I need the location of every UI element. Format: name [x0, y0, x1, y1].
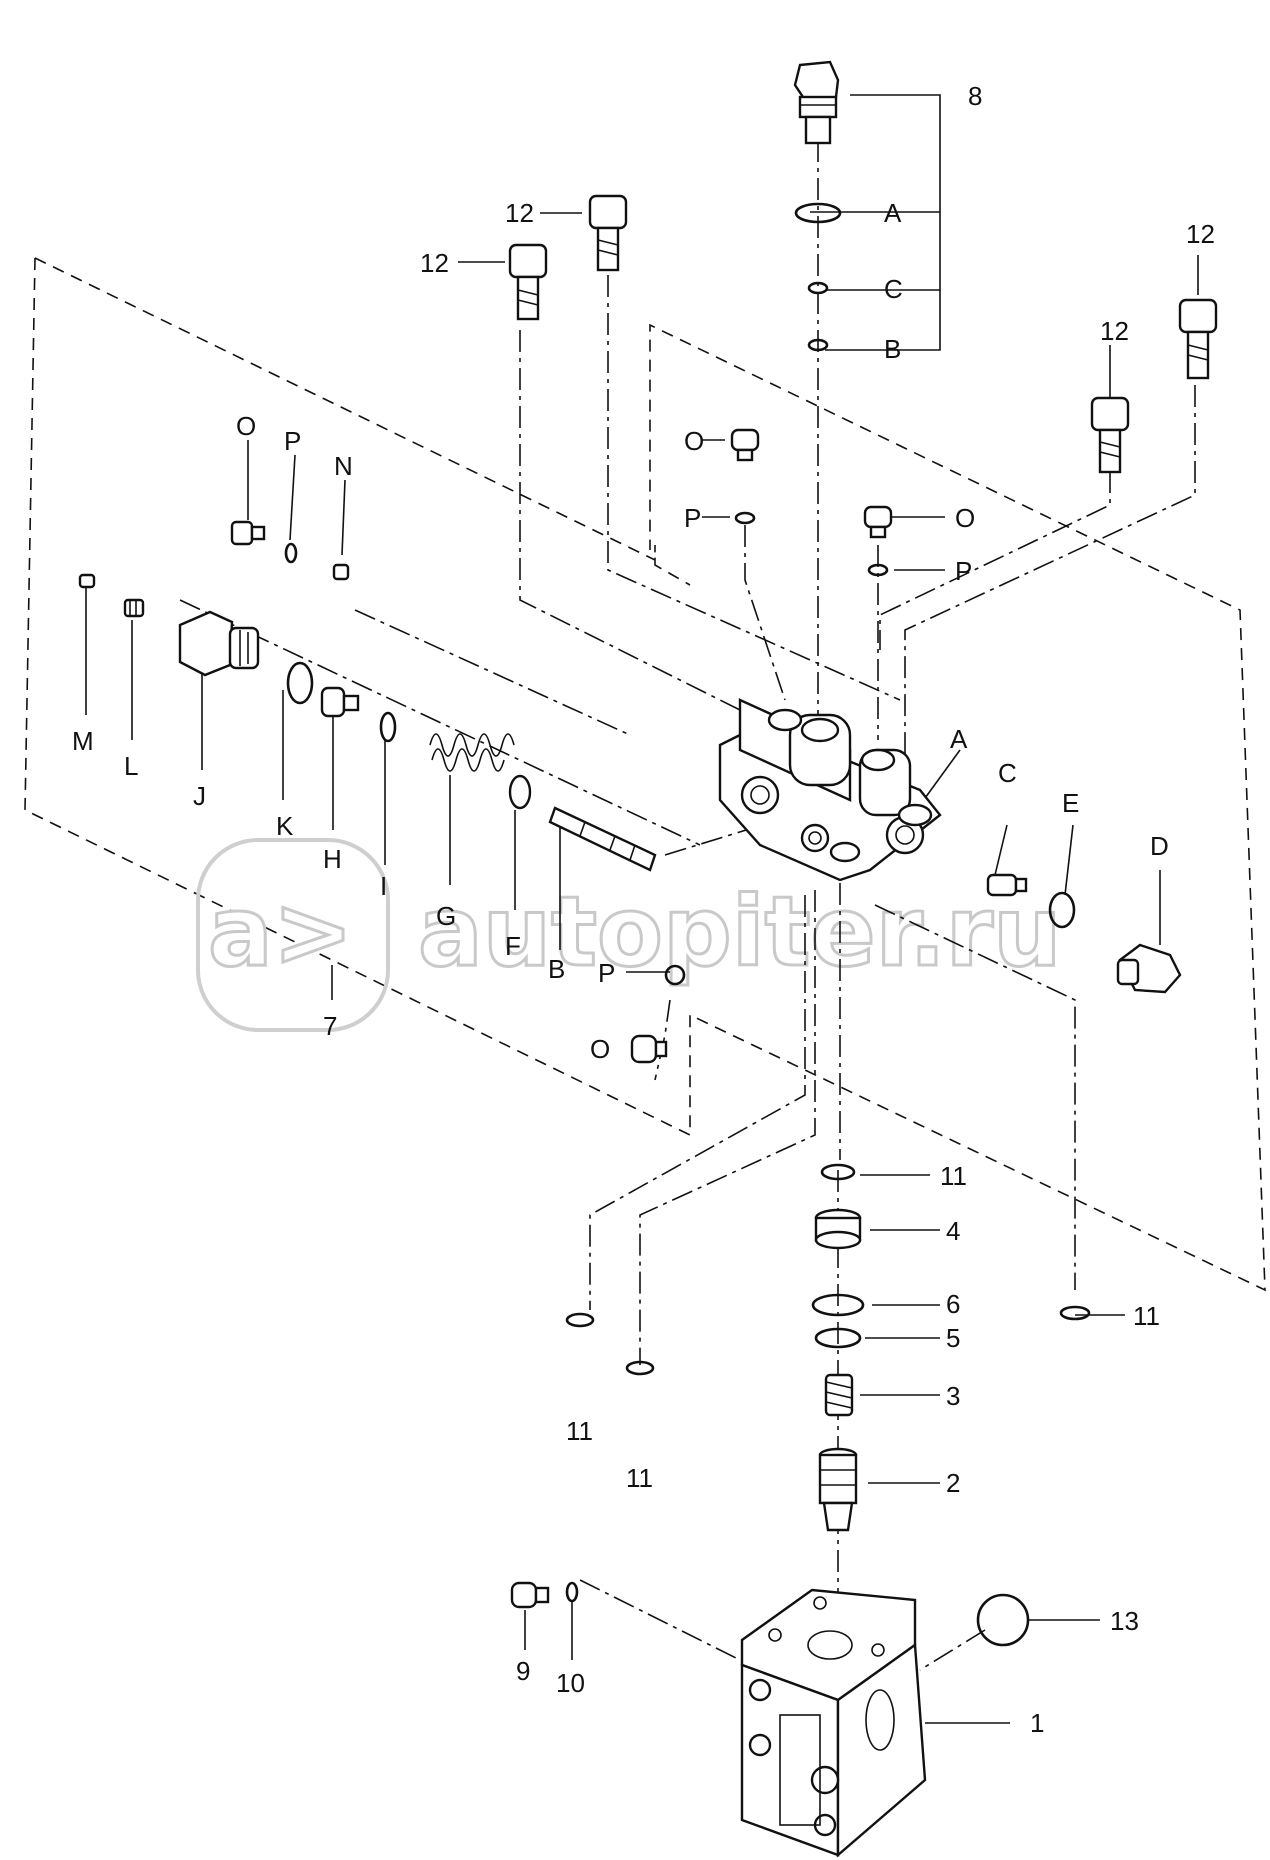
- seal-p-right: [867, 563, 889, 577]
- seat-h: [320, 686, 360, 718]
- label-a-right: A: [950, 724, 968, 754]
- plug-9: [510, 1581, 550, 1609]
- label-12-b: 12: [420, 248, 449, 278]
- label-d: D: [1150, 831, 1169, 861]
- o-ring-10: [565, 1581, 579, 1603]
- plug-d: [1116, 943, 1182, 994]
- label-2: 2: [946, 1468, 960, 1498]
- label-p-low: P: [598, 958, 615, 988]
- socket-bolt-b: [508, 243, 548, 321]
- label-h: H: [323, 844, 342, 874]
- label-g: G: [436, 901, 456, 931]
- plug-j: [178, 610, 260, 677]
- label-l: L: [124, 751, 138, 781]
- label-4: 4: [946, 1216, 960, 1246]
- o-ring-11-b: [565, 1312, 595, 1328]
- label-j: J: [193, 781, 206, 811]
- label-i: I: [380, 871, 387, 901]
- plug-o-mid: [730, 428, 760, 462]
- spring-3: [824, 1373, 854, 1417]
- label-11-c: 11: [626, 1463, 653, 1493]
- seal-p-mid: [734, 511, 756, 525]
- label-b-low: B: [548, 954, 565, 984]
- label-n: N: [334, 451, 353, 481]
- label-5: 5: [946, 1323, 960, 1353]
- watermark-logo: a>: [208, 876, 353, 988]
- label-12-d: 12: [1100, 316, 1129, 346]
- label-12-a: 12: [505, 198, 534, 228]
- label-11-d: 11: [1133, 1301, 1160, 1331]
- plug-o-low: [630, 1034, 668, 1064]
- watermark: a> autopiter.ru: [196, 838, 1063, 1032]
- label-o-low: O: [590, 1034, 610, 1064]
- plug-c-right: [986, 873, 1028, 897]
- o-ring-a: [794, 202, 842, 224]
- label-k: K: [276, 811, 294, 841]
- label-o-mid: O: [684, 426, 704, 456]
- label-6: 6: [946, 1289, 960, 1319]
- subassembly-outline: [24, 257, 1266, 1292]
- label-e: E: [1062, 788, 1079, 818]
- label-p-left: P: [284, 426, 301, 456]
- label-p-right: P: [955, 556, 972, 586]
- label-o-left: O: [236, 411, 256, 441]
- o-ring-i: [379, 711, 397, 743]
- label-13: 13: [1110, 1606, 1139, 1636]
- o-ring-e: [1048, 891, 1076, 929]
- spring-g: [429, 733, 515, 772]
- watermark-text: autopiter.ru: [418, 876, 1061, 988]
- backup-ring-b: [807, 338, 829, 352]
- backup-ring-6: [811, 1293, 865, 1317]
- label-f: F: [505, 931, 521, 961]
- o-ring-c: [807, 281, 829, 295]
- plug-o-left: [230, 520, 266, 546]
- spool-b: [548, 806, 657, 872]
- relief-valve-cartridge: [793, 60, 840, 145]
- socket-bolt-c: [1090, 396, 1130, 474]
- o-ring-11-c: [625, 1360, 655, 1376]
- label-m: M: [72, 726, 94, 756]
- label-8: 8: [968, 81, 982, 111]
- label-10: 10: [556, 1668, 585, 1698]
- label-1: 1: [1030, 1708, 1044, 1738]
- o-ring-13: [976, 1593, 1030, 1647]
- screw-m: [78, 573, 96, 589]
- plug-o-right: [863, 505, 893, 539]
- plug-n: [332, 563, 350, 581]
- seal-p-left: [284, 542, 298, 564]
- label-o-right: O: [955, 503, 975, 533]
- leader-lines: [85, 94, 1199, 1724]
- o-ring-11-d: [1059, 1305, 1091, 1321]
- label-11-b: 11: [566, 1416, 593, 1446]
- label-11-a: 11: [940, 1161, 967, 1191]
- o-ring-11-a: [820, 1163, 856, 1181]
- valve-housing-1: [740, 1588, 927, 1858]
- socket-bolt-a: [588, 194, 628, 272]
- o-ring-5: [814, 1327, 862, 1349]
- set-screw-l: [123, 598, 145, 618]
- label-a-top: A: [884, 198, 902, 228]
- label-b-top: B: [884, 334, 901, 364]
- cap-4: [814, 1208, 862, 1250]
- washer-f: [508, 774, 532, 810]
- valve-body-upper: [718, 698, 942, 882]
- label-7: 7: [323, 1011, 337, 1041]
- o-ring-k: [286, 661, 314, 705]
- socket-bolt-d: [1178, 298, 1218, 380]
- label-9: 9: [516, 1656, 530, 1686]
- label-p-mid: P: [684, 503, 701, 533]
- label-c-right: C: [998, 758, 1017, 788]
- part-labels: 8 A C B 12 12 12 12 O P N O P O P M L J …: [72, 81, 1215, 1738]
- label-3: 3: [946, 1381, 960, 1411]
- label-12-c: 12: [1186, 219, 1215, 249]
- label-c-top: C: [884, 274, 903, 304]
- poppet-2: [818, 1447, 858, 1532]
- seal-p-low: [664, 964, 686, 986]
